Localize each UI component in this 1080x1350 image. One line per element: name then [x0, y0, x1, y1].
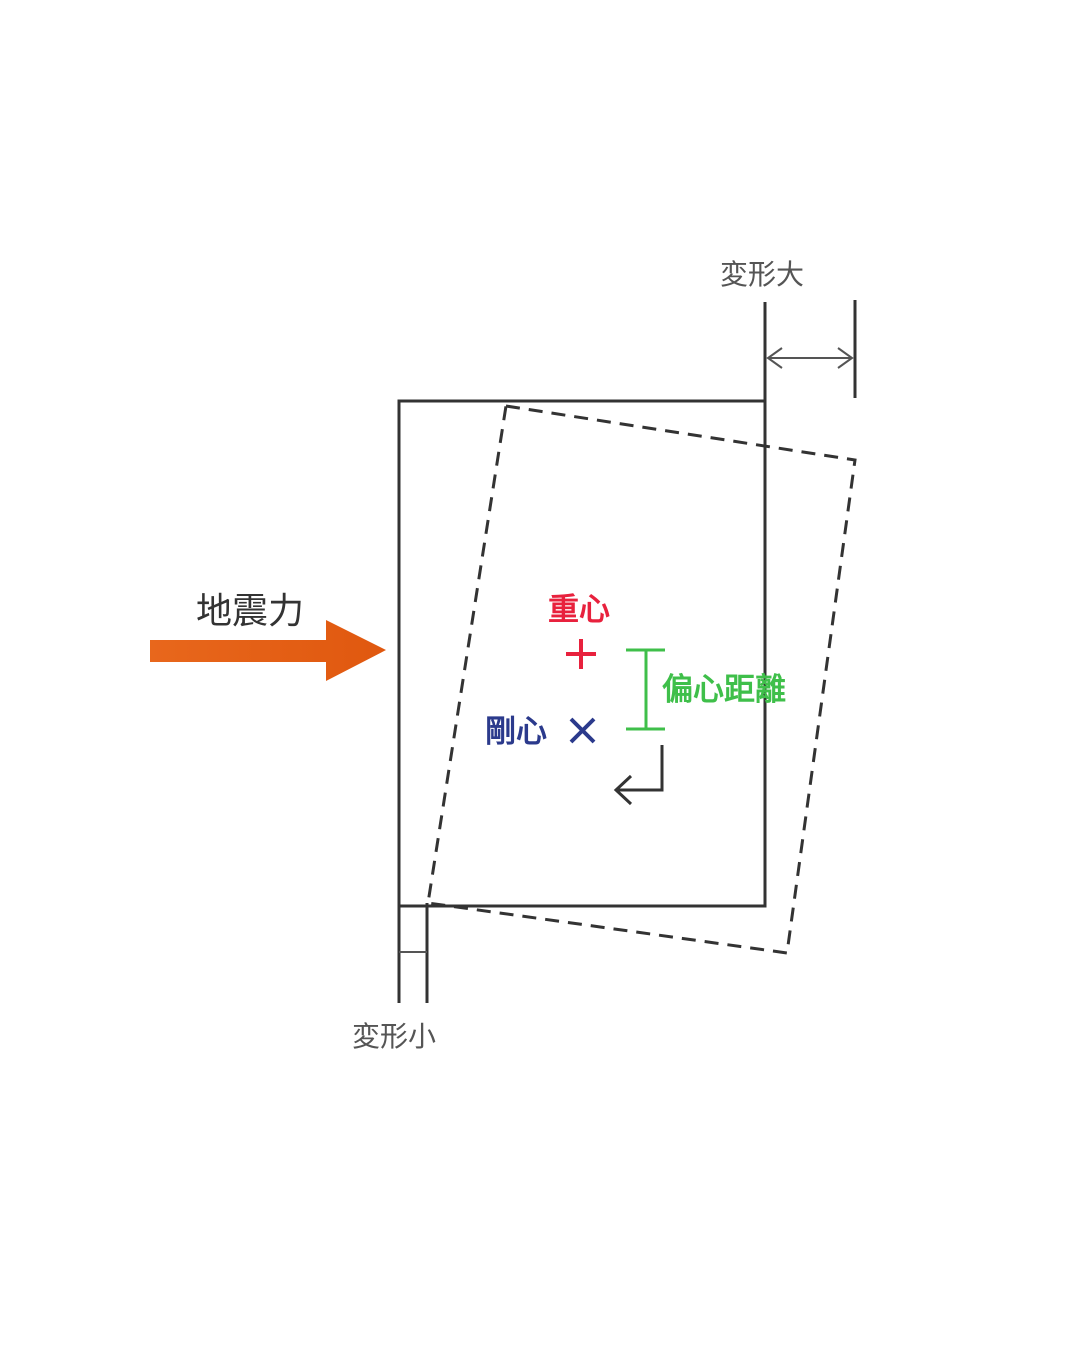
center-of-gravity-label: 重心 [548, 592, 610, 628]
plus-icon [566, 639, 596, 669]
deformed-floor-plan [426, 404, 857, 955]
large-deformation-dimension [763, 300, 857, 401]
seismic-force-label: 地震力 [196, 591, 304, 632]
eccentric-distance-bracket [626, 648, 665, 731]
small-deformation-dimension [397, 903, 429, 1003]
deformation-small-label: 変形小 [352, 1020, 436, 1053]
rotation-arrow-icon [613, 745, 664, 806]
eccentric-distance-label: 偏心距離 [662, 672, 786, 708]
center-of-rigidity-label: 剛心 [485, 714, 547, 750]
cross-icon [569, 717, 596, 744]
original-floor-plan [397, 399, 767, 908]
deformation-large-label: 変形大 [720, 258, 804, 291]
seismic-force-arrow [150, 620, 386, 681]
